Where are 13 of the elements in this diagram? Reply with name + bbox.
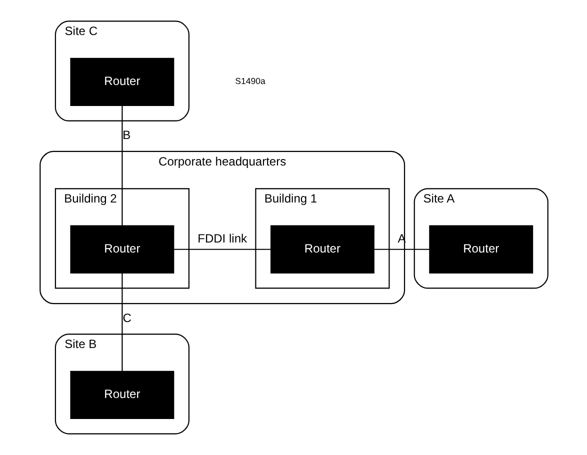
node-box: Router bbox=[70, 225, 174, 274]
node-box: Router bbox=[428, 225, 533, 274]
node-box: Router bbox=[70, 58, 174, 106]
connector bbox=[121, 106, 122, 226]
edge-label: FDDI link bbox=[197, 232, 247, 246]
node-box: Router bbox=[70, 370, 174, 419]
label: S1490a bbox=[234, 76, 265, 86]
connector bbox=[373, 248, 429, 250]
connector bbox=[121, 273, 122, 372]
edge-label: C bbox=[122, 310, 131, 325]
connector bbox=[173, 248, 270, 250]
edge-label: B bbox=[122, 128, 130, 142]
node-box: Router bbox=[270, 225, 374, 274]
